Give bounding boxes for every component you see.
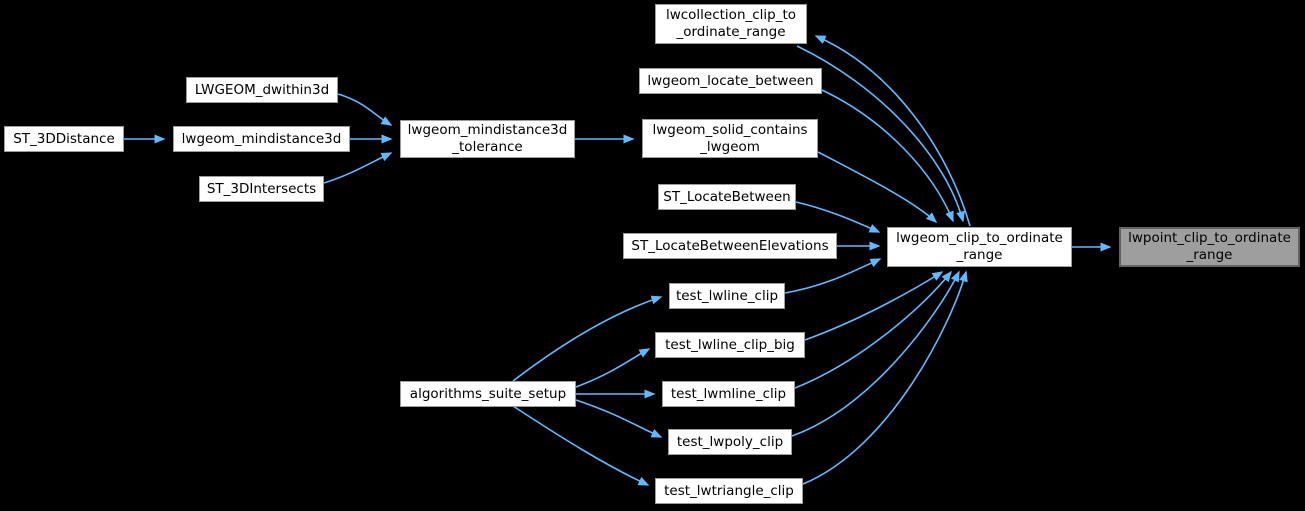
edge-test_lwline_clip_big-to-lwgeom_clip_to_ordinate_range	[804, 271, 944, 341]
edge-LWGEOM_dwithin3d-to-lwgeom_mindistance3d_tolerance	[337, 93, 393, 126]
edge-algorithms_suite_setup-to-test_lwline_clip	[512, 295, 663, 382]
node-algorithms_suite_setup[interactable]: algorithms_suite_setup	[400, 381, 576, 407]
node-ST_LocateBetweenElevations[interactable]: ST_LocateBetweenElevations	[623, 233, 837, 259]
edge-lwgeom_locate_between-to-lwgeom_clip_to_ordinate_range	[821, 89, 954, 223]
node-label: test_lwmline_clip	[670, 385, 787, 402]
node-label: LWGEOM_dwithin3d	[194, 81, 330, 98]
edge-lwcollection_clip_to_ordinate_range-to-lwgeom_clip_to_ordinate_range	[796, 45, 965, 223]
node-test_lwtriangle_clip[interactable]: test_lwtriangle_clip	[655, 478, 803, 504]
node-LWGEOM_dwithin3d[interactable]: LWGEOM_dwithin3d	[186, 77, 338, 103]
node-lwgeom_clip_to_ordinate_range[interactable]: lwgeom_clip_to_ordinate _range	[887, 227, 1072, 267]
node-test_lwline_clip_big[interactable]: test_lwline_clip_big	[655, 332, 805, 358]
node-lwgeom_mindistance3d[interactable]: lwgeom_mindistance3d	[173, 126, 350, 152]
node-ST_3DDistance[interactable]: ST_3DDistance	[4, 126, 124, 152]
node-label: ST_3DIntersects	[206, 180, 317, 197]
edge-lwgeom_clip_to_ordinate_range-to-lwcollection_clip_to_ordinate_range	[814, 35, 971, 227]
node-label: algorithms_suite_setup	[409, 385, 567, 402]
edge-lwgeom_solid_contains_lwgeom-to-lwgeom_clip_to_ordinate_range	[817, 151, 938, 224]
node-label: test_lwline_clip	[675, 287, 779, 304]
edge-test_lwtriangle_clip-to-lwgeom_clip_to_ordinate_range	[802, 270, 968, 485]
node-lwgeom_locate_between[interactable]: lwgeom_locate_between	[639, 68, 822, 94]
node-test_lwline_clip[interactable]: test_lwline_clip	[669, 283, 785, 309]
node-label: ST_LocateBetweenElevations	[631, 237, 829, 254]
edge-ST_3DIntersects-to-lwgeom_mindistance3d_tolerance	[323, 152, 393, 184]
node-label: lwcollection_clip_to _ordinate_range	[665, 7, 797, 40]
node-lwgeom_mindistance3d_tolerance[interactable]: lwgeom_mindistance3d _tolerance	[400, 120, 575, 158]
node-label: lwgeom_mindistance3d	[181, 130, 342, 147]
node-label: lwpoint_clip_to_ordinate _range	[1128, 230, 1291, 263]
node-test_lwpoly_clip[interactable]: test_lwpoly_clip	[668, 429, 792, 455]
edge-test_lwpoly_clip-to-lwgeom_clip_to_ordinate_range	[791, 270, 960, 437]
node-label: lwgeom_locate_between	[647, 72, 814, 89]
edge-algorithms_suite_setup-to-test_lwpoly_clip	[575, 399, 663, 438]
node-ST_LocateBetween[interactable]: ST_LocateBetween	[658, 184, 796, 210]
edge-algorithms_suite_setup-to-test_lwtriangle_clip	[512, 405, 650, 486]
edge-test_lwline_clip-to-lwgeom_clip_to_ordinate_range	[784, 258, 882, 294]
node-label: lwgeom_clip_to_ordinate _range	[896, 230, 1063, 263]
node-label: lwgeom_mindistance3d _tolerance	[407, 122, 568, 155]
node-lwcollection_clip_to_ordinate_range[interactable]: lwcollection_clip_to _ordinate_range	[655, 4, 807, 44]
node-label: ST_3DDistance	[13, 130, 115, 147]
node-lwpoint_clip_to_ordinate_range: lwpoint_clip_to_ordinate _range	[1119, 227, 1300, 267]
node-label: test_lwtriangle_clip	[664, 482, 794, 499]
edge-test_lwmline_clip-to-lwgeom_clip_to_ordinate_range	[794, 270, 952, 389]
edge-ST_LocateBetween-to-lwgeom_clip_to_ordinate_range	[795, 201, 881, 233]
node-test_lwmline_clip[interactable]: test_lwmline_clip	[662, 381, 795, 407]
node-ST_3DIntersects[interactable]: ST_3DIntersects	[199, 176, 324, 202]
node-label: lwgeom_solid_contains _lwgeom	[652, 121, 808, 155]
edge-algorithms_suite_setup-to-test_lwline_clip_big	[575, 348, 651, 388]
node-label: ST_LocateBetween	[663, 188, 791, 205]
node-label: test_lwline_clip_big	[665, 336, 795, 353]
node-lwgeom_solid_contains_lwgeom[interactable]: lwgeom_solid_contains _lwgeom	[642, 119, 818, 158]
node-label: test_lwpoly_clip	[676, 433, 784, 450]
